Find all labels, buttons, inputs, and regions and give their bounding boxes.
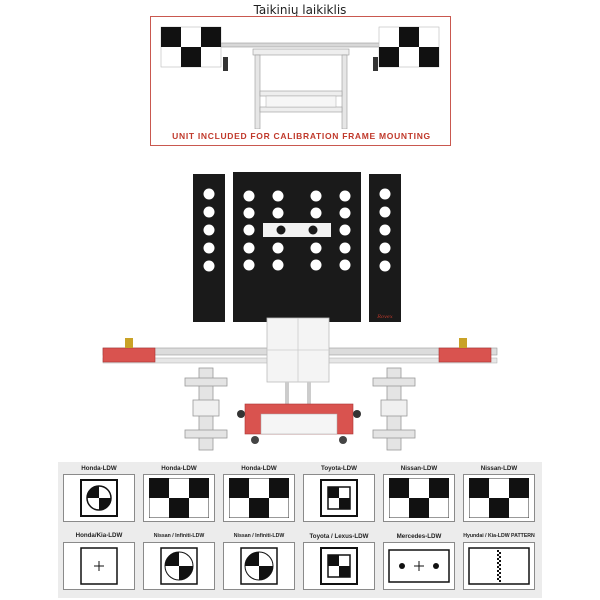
pattern-label: Mercedes-LDW [396, 533, 442, 540]
pattern-label: Toyota / Lexus-LDW [309, 533, 369, 540]
checkerboard-2x3-icon [149, 478, 209, 518]
right-wheel-clamp [372, 367, 416, 451]
target-circle-quadrants-icon [80, 479, 118, 517]
quadrant-circle-square-icon [160, 547, 198, 585]
pattern-label: Honda/Kia-LDW [75, 532, 123, 539]
pattern-label: Honda-LDW [241, 465, 277, 472]
target-holder-box: UNIT INCLUDED FOR CALIBRATION FRAME MOUN… [150, 16, 451, 146]
checkerboard-2x3-icon [469, 478, 529, 518]
dot-cross-dot-icon [388, 549, 450, 583]
checkerboard-2x3-icon [229, 478, 289, 518]
left-holder-target [160, 26, 222, 68]
pattern-label: Nissan-LDW [480, 465, 518, 472]
pattern-label: Nissan-LDW [400, 465, 438, 472]
quadrant-circle-square-icon [240, 547, 278, 585]
checkerboard-2x3-icon [389, 478, 449, 518]
holder-title: Taikinių laikiklis [253, 3, 347, 17]
brand-logo: Rovex [376, 314, 393, 320]
nested-checker-square-icon [320, 479, 358, 517]
left-side-panel [193, 174, 225, 322]
holder-caption: UNIT INCLUDED FOR CALIBRATION FRAME MOUN… [172, 131, 431, 141]
calibration-frame-illustration: Rovex [102, 172, 498, 451]
right-holder-target [378, 26, 440, 68]
pattern-label: Hyundai / Kia-LDW PATTERN [463, 533, 535, 539]
pattern-label: Nissan / Infiniti-LDW [153, 533, 205, 539]
center-panel [233, 172, 361, 322]
ldw-pattern-catalog: Honda-LDW Honda-LDW Honda-LDW [58, 462, 542, 598]
right-side-panel: Rovex [369, 174, 401, 322]
crosshair-square-icon [80, 547, 118, 585]
pattern-label: Toyota-LDW [321, 465, 357, 472]
pattern-label: Nissan / Infiniti-LDW [233, 533, 285, 539]
left-wheel-clamp [184, 367, 228, 451]
vertical-checker-strip-icon [468, 547, 530, 585]
pattern-label: Honda-LDW [161, 465, 197, 472]
nested-checker-square-icon [320, 547, 358, 585]
pattern-label: Honda-LDW [81, 465, 117, 472]
target-holder-illustration [160, 26, 440, 129]
